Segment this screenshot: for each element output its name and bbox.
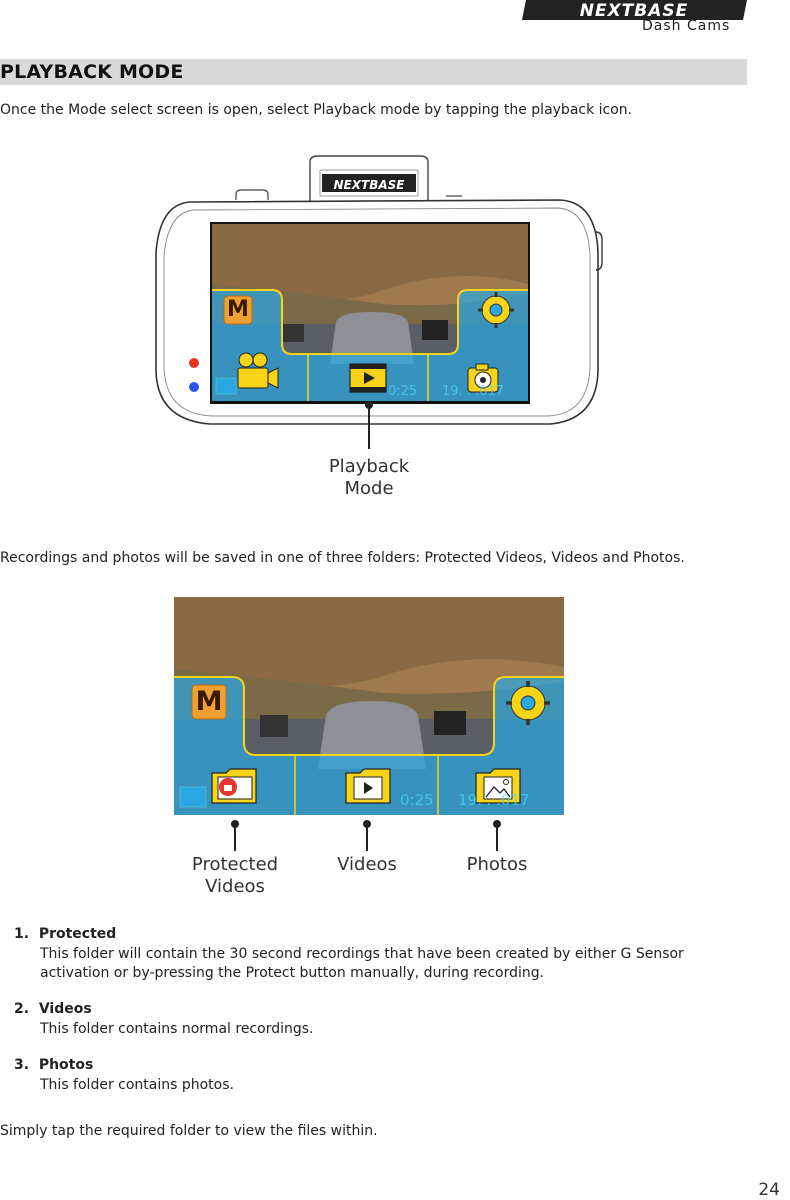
callout-line [234,825,236,851]
list-item-title: Photos [38,1057,94,1073]
closing-text: Simply tap the required folder to view t… [0,1123,378,1139]
list-item-number: 2. [14,1001,30,1017]
nextbase-logo: NEXTBASE [522,0,747,20]
protected-label-line2: Videos [205,876,265,897]
red-led [189,358,199,368]
brand-subtitle: Dash Cams [642,18,731,34]
mode-select-screen: M 0:25 19. . .017 [212,224,528,401]
settings-gear-icon[interactable] [506,681,550,725]
list-item: 1. Protected This folder will contain th… [14,926,754,983]
list-item-number: 1. [14,926,30,942]
date-overlay: 19. . .017 [458,791,530,809]
intro-text: Once the Mode select screen is open, sel… [0,102,633,118]
callout-line2: Mode [344,478,394,499]
protected-folder-icon[interactable] [211,768,257,804]
list-item-description: This folder contains photos. [14,1076,754,1095]
list-item-description: This folder contains normal recordings. [14,1020,754,1039]
callout-dot [231,820,239,828]
date-overlay: 19. . .017 [442,384,505,399]
blue-led [189,382,199,392]
list-item-heading: 2. Videos [14,1001,754,1017]
camera-icon[interactable] [467,363,499,393]
list-item-title: Protected [38,926,117,942]
callout-line1: Playback [328,456,410,477]
brand-logo-text: NEXTBASE [580,1,689,20]
photos-label: Photos [466,854,528,875]
time-overlay: 0:25 [388,384,418,399]
callout-line [496,825,498,851]
status-badge [179,786,207,808]
folder-select-screen: M 0:25 19. . .017 [174,597,564,815]
folders-intro-text: Recordings and photos will be saved in o… [0,550,685,566]
list-item-title: Videos [38,1001,92,1017]
list-item-heading: 1. Protected [14,926,754,942]
mode-icon[interactable] [223,295,253,325]
callout-dot [493,820,501,828]
protected-videos-label: Protected Videos [180,854,290,898]
list-item: 2. Videos This folder contains normal re… [14,1001,754,1039]
photo-folder-icon[interactable] [475,768,521,804]
callout-dot [365,401,373,409]
videos-label: Videos [337,854,397,875]
section-title: PLAYBACK MODE [0,59,747,85]
device-logo [322,174,416,192]
device-logo-text: NEXTBASE [333,178,405,192]
mode-icon[interactable] [191,684,227,720]
mode-letter: M [227,297,249,322]
list-item-heading: 3. Photos [14,1057,754,1073]
list-item-desc-line: This folder will contain the 30 second r… [40,946,684,962]
folder-description-list: 1. Protected This folder will contain th… [14,926,754,1113]
protected-label-line1: Protected [191,854,279,875]
callout-line [368,406,370,449]
video-folder-icon[interactable] [345,768,391,804]
list-item: 3. Photos This folder contains photos. [14,1057,754,1095]
list-item-desc-line: activation or by-pressing the Protect bu… [40,965,545,981]
list-item-desc-line: This folder contains photos. [40,1077,234,1093]
list-item-number: 3. [14,1057,30,1073]
playback-icon[interactable] [349,363,387,393]
list-item-desc-line: This folder contains normal recordings. [40,1021,314,1037]
mode-letter: M [195,686,223,717]
callout-line [366,825,368,851]
video-camera-icon[interactable] [237,352,279,389]
playback-mode-callout: Playback Mode [318,456,420,500]
status-badge [215,377,237,395]
callout-dot [363,820,371,828]
time-overlay: 0:25 [400,791,434,809]
settings-gear-icon[interactable] [478,292,514,328]
page-number: 24 [758,1180,780,1200]
list-item-description: This folder will contain the 30 second r… [14,945,754,983]
